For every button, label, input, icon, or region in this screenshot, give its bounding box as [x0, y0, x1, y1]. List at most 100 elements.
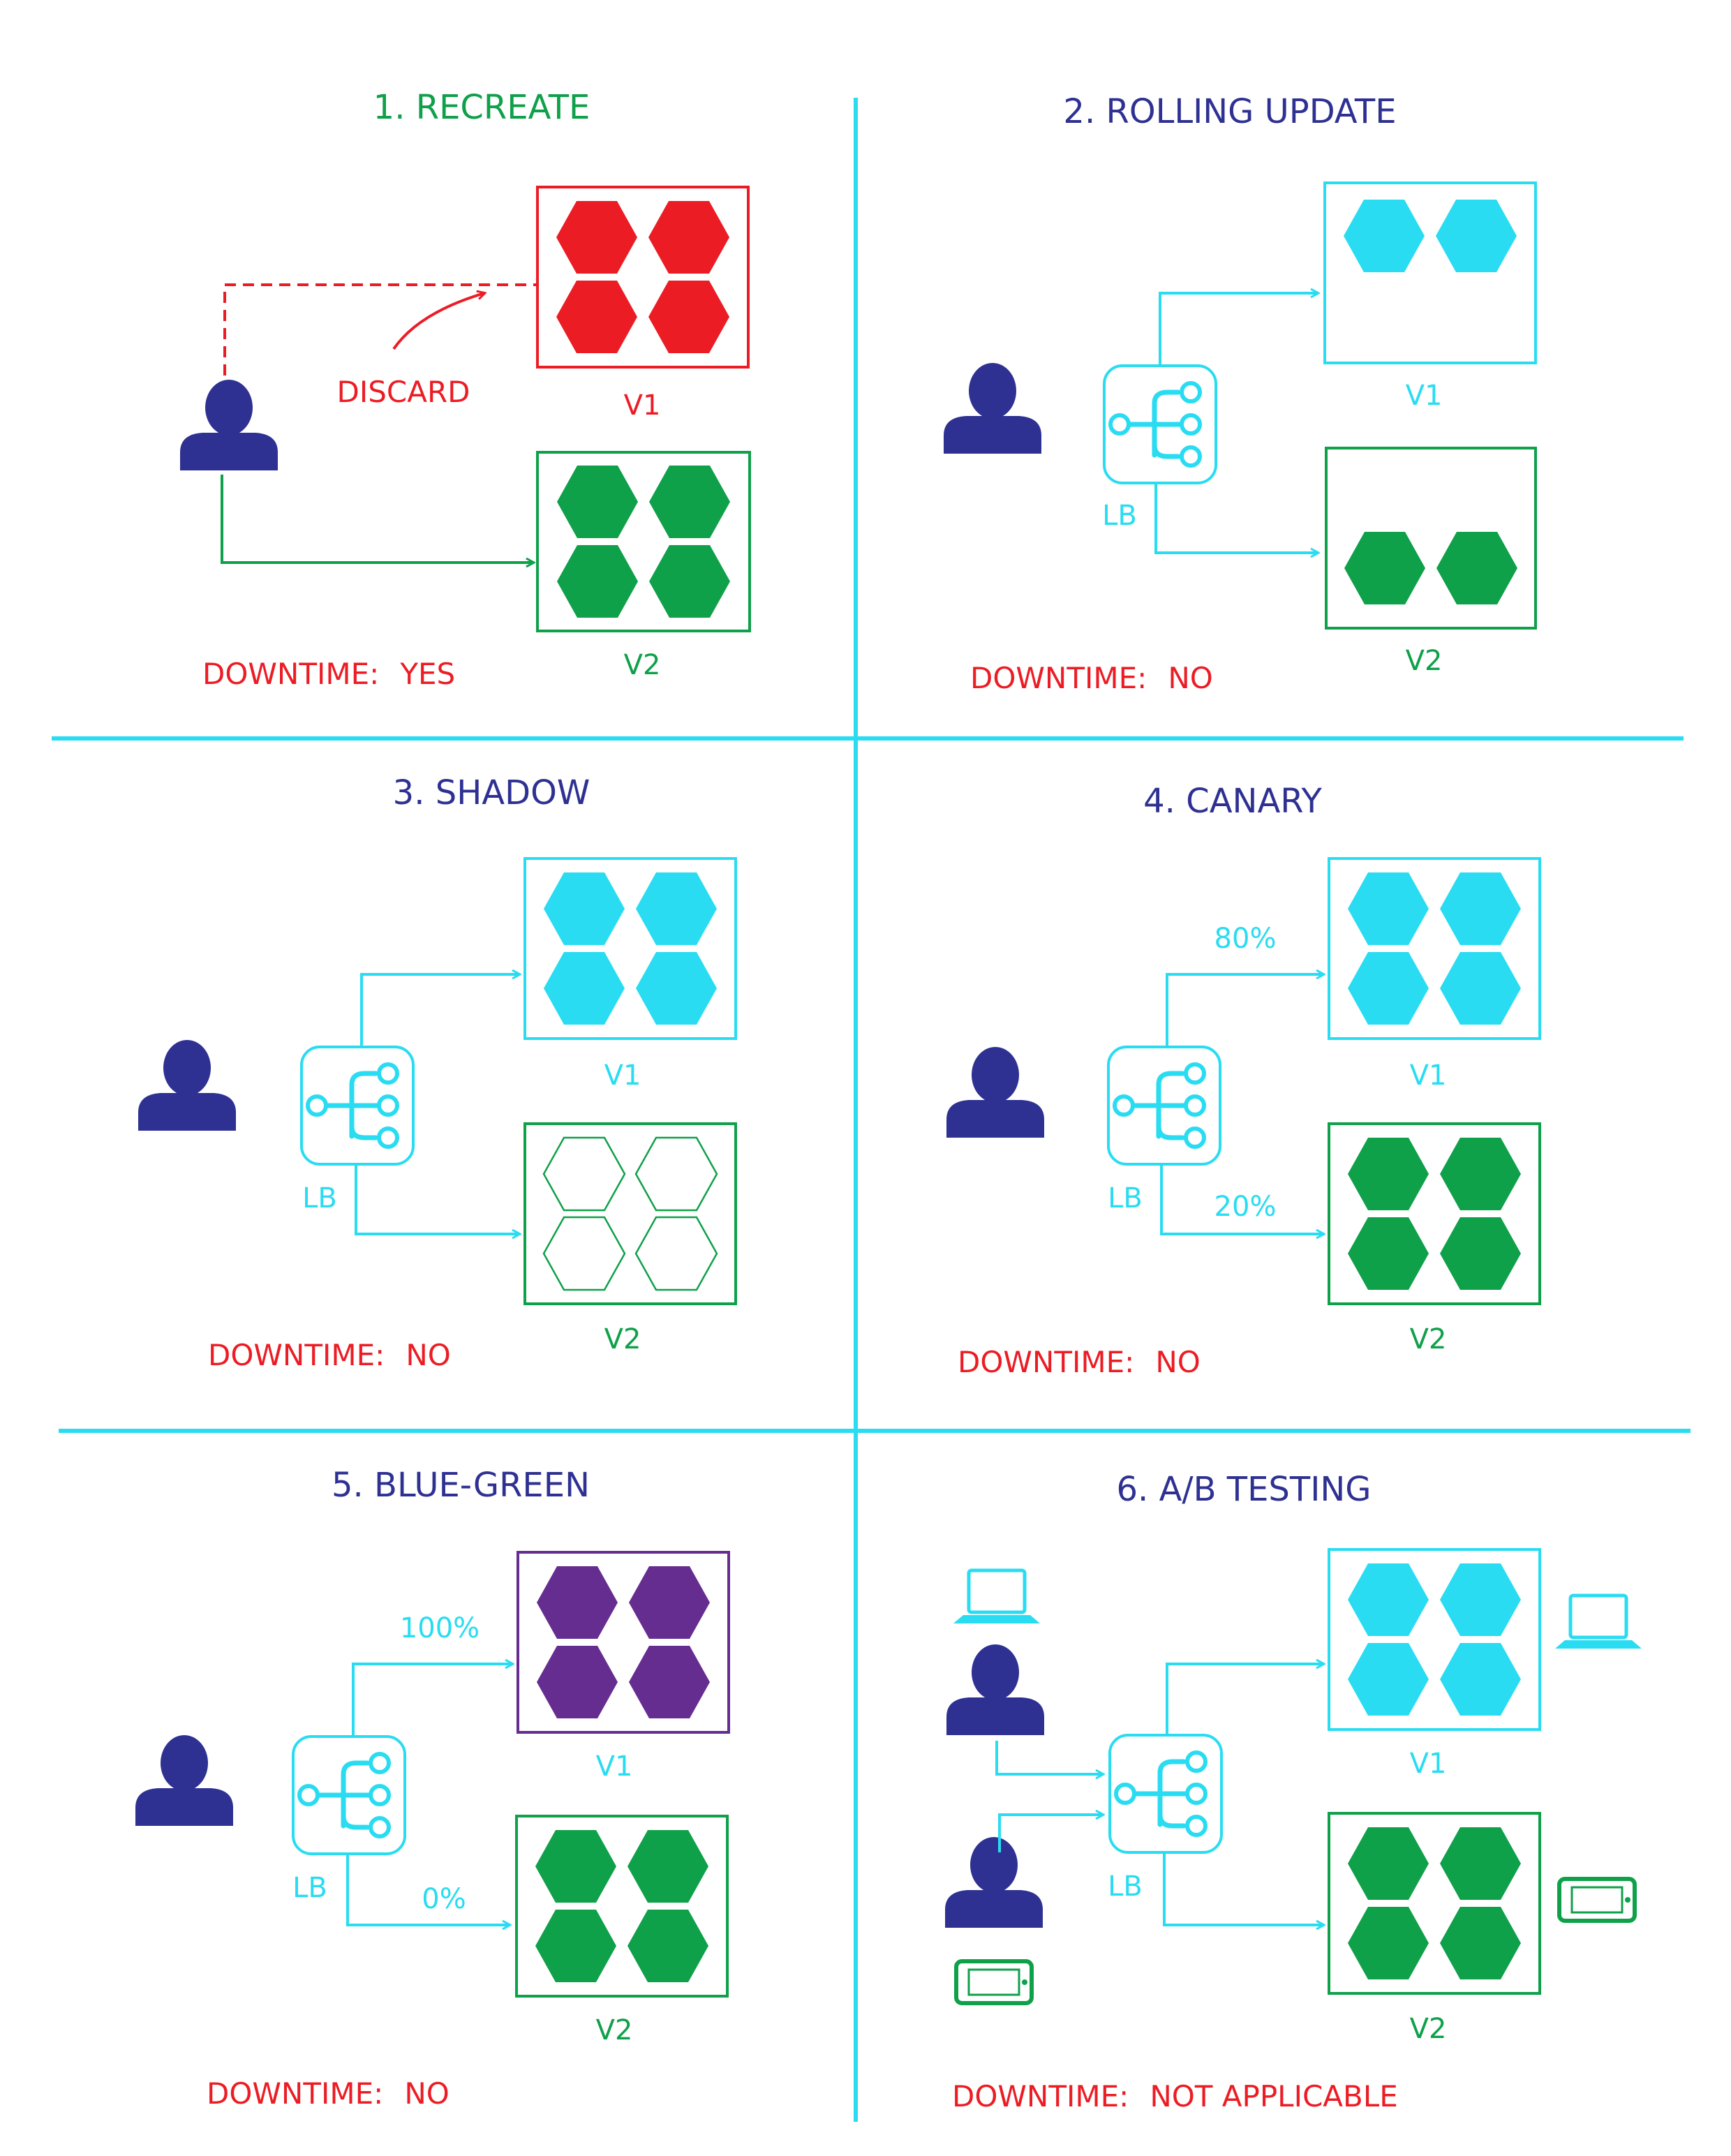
user-icon: [944, 363, 1041, 454]
downtime-label: DOWNTIME:: [958, 1345, 1134, 1379]
v1-label: V1: [624, 389, 661, 422]
pod-hexagon-icon: [1348, 1563, 1429, 1636]
downtime-label: DOWNTIME:: [952, 2079, 1129, 2113]
panel-title: 4. CANARY: [1143, 782, 1322, 821]
v1-arrow: [1159, 293, 1318, 366]
pod-hexagon-icon: [649, 466, 730, 538]
v1-container: [536, 186, 750, 369]
pod-hexagon-icon: [627, 1910, 708, 1982]
downtime-label: DOWNTIME:: [202, 657, 379, 691]
panel-title: 2. ROLLING UPDATE: [1063, 92, 1396, 131]
v2-arrow: [1160, 1164, 1323, 1234]
downtime-label: DOWNTIME:: [207, 2076, 383, 2111]
pod-hexagon-icon: [1348, 872, 1429, 945]
pod-hexagon-icon: [556, 281, 637, 353]
v1-container: [523, 857, 737, 1040]
panel-canary: 4. CANARY LB 80% 20% V1 V2 DOWNTIME:NO: [946, 782, 1541, 1379]
v2-container: [536, 451, 751, 632]
v2-arrow: [221, 475, 533, 563]
pod-hexagon-icon: [636, 952, 717, 1025]
lb-label: LB: [292, 1872, 327, 1904]
panel-title: 3. SHADOW: [393, 773, 590, 812]
pod-hexagon-icon: [535, 1830, 616, 1903]
pod-hexagon-icon: [648, 201, 729, 274]
v1-label: V1: [596, 1750, 633, 1783]
pod-hexagon-icon: [648, 281, 729, 353]
lb-label: LB: [1108, 1871, 1143, 1903]
downtime-status: DOWNTIME:NO: [970, 661, 1213, 695]
v2-container: [523, 1122, 737, 1305]
pod-hexagon-icon: [537, 1646, 618, 1718]
pod-hexagon-icon: [649, 545, 730, 618]
v1-container: [1328, 857, 1541, 1040]
v2-container: [1328, 1812, 1541, 1995]
pod-hexagon-icon: [1348, 1907, 1429, 1979]
downtime-status: DOWNTIME: NO: [208, 1338, 451, 1372]
pod-hexagon-icon: [1344, 532, 1425, 604]
v2-arrow: [355, 1164, 519, 1234]
pod-hexagon-icon: [1440, 1907, 1521, 1979]
v1-label: V1: [1410, 1060, 1447, 1092]
v2-arrow: [1163, 1852, 1323, 1925]
panel-recreate: 1. RECREATE DISCARD V1 V2 DOWNTIME:YES: [180, 88, 751, 691]
load-balancer-icon: [292, 1735, 406, 1855]
pod-hexagon-icon: [1348, 1827, 1429, 1900]
pod-hexagon-icon: [1348, 1138, 1429, 1210]
v1-label: V1: [604, 1060, 641, 1092]
pod-hexagon-icon: [1440, 1643, 1521, 1716]
pod-hexagon-icon: [1440, 1217, 1521, 1290]
downtime-value: YES: [399, 657, 455, 691]
pod-hexagon-icon: [629, 1646, 710, 1718]
v1-container: [517, 1551, 730, 1734]
user-b-arrow: [998, 1815, 1103, 1852]
panel-title: 5. BLUE-GREEN: [332, 1466, 590, 1505]
pod-hexagon-icon: [544, 872, 625, 945]
v1-traffic-percent: 100%: [400, 1612, 480, 1644]
pod-hexagon-icon: [629, 1566, 710, 1639]
v2-traffic-percent: 0%: [422, 1883, 466, 1915]
pod-hexagon-icon: [557, 545, 638, 618]
pod-hexagon-icon: [1344, 200, 1425, 272]
pod-hexagon-icon: [556, 201, 637, 274]
pod-hexagon-icon: [1436, 200, 1517, 272]
panel-rolling-update: 2. ROLLING UPDATE LB V1 V2 DOWNTIME:NO: [944, 92, 1537, 695]
lb-label: LB: [302, 1182, 337, 1214]
downtime-value: NO: [406, 1338, 450, 1372]
downtime-status: DOWNTIME: NO: [958, 1345, 1201, 1379]
v2-label: V2: [1410, 1323, 1447, 1355]
v1-label: V1: [1410, 1748, 1447, 1780]
user-icon: [945, 1837, 1043, 1928]
panel-ab-testing: 6. A/B TESTING LB V1 V2 DOWNTIME:NOT APP…: [945, 1470, 1642, 2113]
downtime-value: NO: [1168, 661, 1212, 695]
load-balancer-icon: [300, 1046, 415, 1166]
panel-title: 6. A/B TESTING: [1117, 1470, 1372, 1509]
pod-hexagon-icon: [1440, 1563, 1521, 1636]
load-balancer-icon: [1103, 364, 1217, 484]
downtime-label: DOWNTIME:: [208, 1338, 385, 1372]
user-icon: [135, 1735, 233, 1826]
pod-hexagon-icon: [1436, 532, 1517, 604]
v1-container: [1328, 1548, 1541, 1731]
pod-hexagon-icon: [634, 1216, 718, 1291]
discard-label: DISCARD: [337, 375, 470, 409]
pod-hexagon-icon: [542, 1136, 626, 1212]
pod-hexagon-icon: [627, 1830, 708, 1903]
pod-hexagon-icon: [1348, 952, 1429, 1025]
discard-arrow: [392, 293, 484, 350]
v2-label: V2: [1410, 2013, 1447, 2045]
panel-blue-green: 5. BLUE-GREEN LB 100% 0% V1 V2 DOWNTIME:…: [135, 1466, 730, 2111]
v1-traffic-percent: 80%: [1214, 923, 1277, 955]
pod-hexagon-icon: [537, 1566, 618, 1639]
pod-hexagon-icon: [557, 466, 638, 538]
v2-label: V2: [604, 1323, 641, 1355]
v2-container: [1325, 447, 1537, 630]
v1-arrow: [1166, 974, 1323, 1047]
grid-dividers: [52, 98, 1691, 2122]
pod-hexagon-icon: [1440, 1827, 1521, 1900]
discard-dashed-line: [223, 283, 537, 376]
v1-label: V1: [1406, 380, 1443, 412]
downtime-value: NO: [1155, 1345, 1200, 1379]
laptop-icon: [953, 1568, 1040, 1623]
lb-label: LB: [1102, 500, 1137, 532]
